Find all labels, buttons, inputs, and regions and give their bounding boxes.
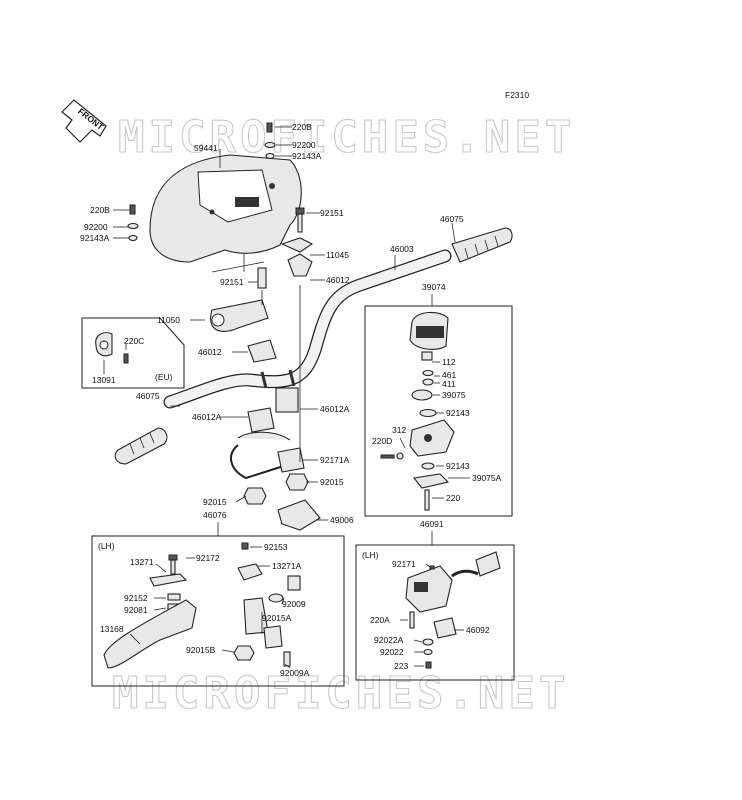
part-label: 13271 bbox=[130, 557, 154, 567]
grip-left-icon bbox=[114, 427, 168, 465]
brake-hose-92171a-icon bbox=[230, 444, 305, 480]
part-label: 46012A bbox=[320, 404, 350, 414]
part-label: 92152 bbox=[124, 593, 148, 603]
part-label: 220B bbox=[90, 205, 110, 215]
holder-11050-icon bbox=[210, 267, 277, 363]
front-arrow-icon: FRONT bbox=[61, 99, 107, 143]
part-label: 92081 bbox=[124, 605, 148, 615]
holder-46012a-left-icon bbox=[237, 387, 299, 441]
part-label: 220A bbox=[370, 615, 390, 625]
watermark-bottom: MICROFICHES.NET bbox=[112, 668, 569, 719]
part-label: 13091 bbox=[92, 375, 116, 385]
part-label: 92015B bbox=[186, 645, 216, 655]
part-label: 92200 bbox=[292, 140, 316, 150]
grip-right-icon bbox=[451, 227, 513, 263]
part-label: 46092 bbox=[466, 625, 490, 635]
part-label: 461 bbox=[442, 370, 456, 380]
part-label: 39075A bbox=[472, 473, 502, 483]
part-label: 92143A bbox=[292, 151, 322, 161]
part-label: 11045 bbox=[326, 250, 349, 260]
part-label: 92009A bbox=[280, 668, 310, 678]
leader-lines bbox=[113, 126, 456, 521]
bolt-220b-left-icon bbox=[127, 204, 139, 242]
nut-92015-icon bbox=[243, 473, 309, 505]
part-label: 92022A bbox=[374, 635, 404, 645]
part-label: 220C bbox=[124, 336, 144, 346]
part-label: 39075 bbox=[442, 390, 466, 400]
part-label: 11050 bbox=[157, 315, 180, 325]
handlebar-tube bbox=[163, 249, 452, 409]
part-label: 411 bbox=[442, 379, 456, 389]
part-label: 92143 bbox=[446, 408, 470, 418]
left-lever-box: (LH) bbox=[91, 522, 345, 687]
part-label: 112 bbox=[442, 357, 456, 367]
part-label: 220D bbox=[372, 436, 392, 446]
lh-left-tag: (LH) bbox=[98, 541, 115, 551]
part-label: 49006 bbox=[330, 515, 354, 525]
figure-code: F2310 bbox=[505, 90, 529, 100]
watermark-top: MICROFICHES.NET bbox=[118, 112, 575, 163]
part-label: 312 bbox=[392, 425, 406, 435]
bolt-220b-top-icon bbox=[264, 122, 276, 160]
right-switch-box bbox=[364, 294, 513, 517]
part-label: 13271A bbox=[272, 561, 302, 571]
part-label: 92015 bbox=[320, 477, 344, 487]
part-label: 220 bbox=[446, 493, 460, 503]
part-label: 13168 bbox=[100, 624, 124, 634]
part-label: 92151 bbox=[320, 208, 344, 218]
part-label: 92143 bbox=[446, 461, 470, 471]
bolt-92151-icon bbox=[280, 207, 314, 277]
part-label: 46075 bbox=[440, 214, 464, 224]
part-label: 92015 bbox=[203, 497, 227, 507]
part-labels: 220B 92200 92143A 59441 220B 92200 92143… bbox=[80, 122, 502, 678]
part-label: 92171A bbox=[320, 455, 350, 465]
part-label: 59441 bbox=[194, 143, 218, 153]
part-label: 46075 bbox=[136, 391, 160, 401]
lh-right-tag: (LH) bbox=[362, 550, 379, 560]
eu-inset: (EU) bbox=[81, 317, 185, 389]
right-lh-switch-box: (LH) bbox=[355, 531, 515, 681]
part-label: 220B bbox=[292, 122, 312, 132]
part-label: 92151 bbox=[220, 277, 244, 287]
part-label: 92200 bbox=[84, 222, 108, 232]
part-label: 46076 bbox=[203, 510, 227, 520]
part-label: 46091 bbox=[420, 519, 444, 529]
part-label: 39074 bbox=[422, 282, 446, 292]
part-label: 46012 bbox=[326, 275, 350, 285]
part-label: 92172 bbox=[196, 553, 220, 563]
part-label: 92143A bbox=[80, 233, 110, 243]
part-label: 92153 bbox=[264, 542, 288, 552]
part-label: 223 bbox=[394, 661, 408, 671]
meter-cover-shape bbox=[149, 154, 302, 263]
eu-tag: (EU) bbox=[155, 372, 173, 382]
cover-49006-icon bbox=[277, 499, 321, 531]
part-label: 46012 bbox=[198, 347, 222, 357]
part-label: 92022 bbox=[380, 647, 404, 657]
part-label: 92009 bbox=[282, 599, 306, 609]
part-label: 92171 bbox=[392, 559, 416, 569]
part-label: 92015A bbox=[262, 613, 292, 623]
part-label: 46012A bbox=[192, 412, 222, 422]
part-label: 46003 bbox=[390, 244, 414, 254]
